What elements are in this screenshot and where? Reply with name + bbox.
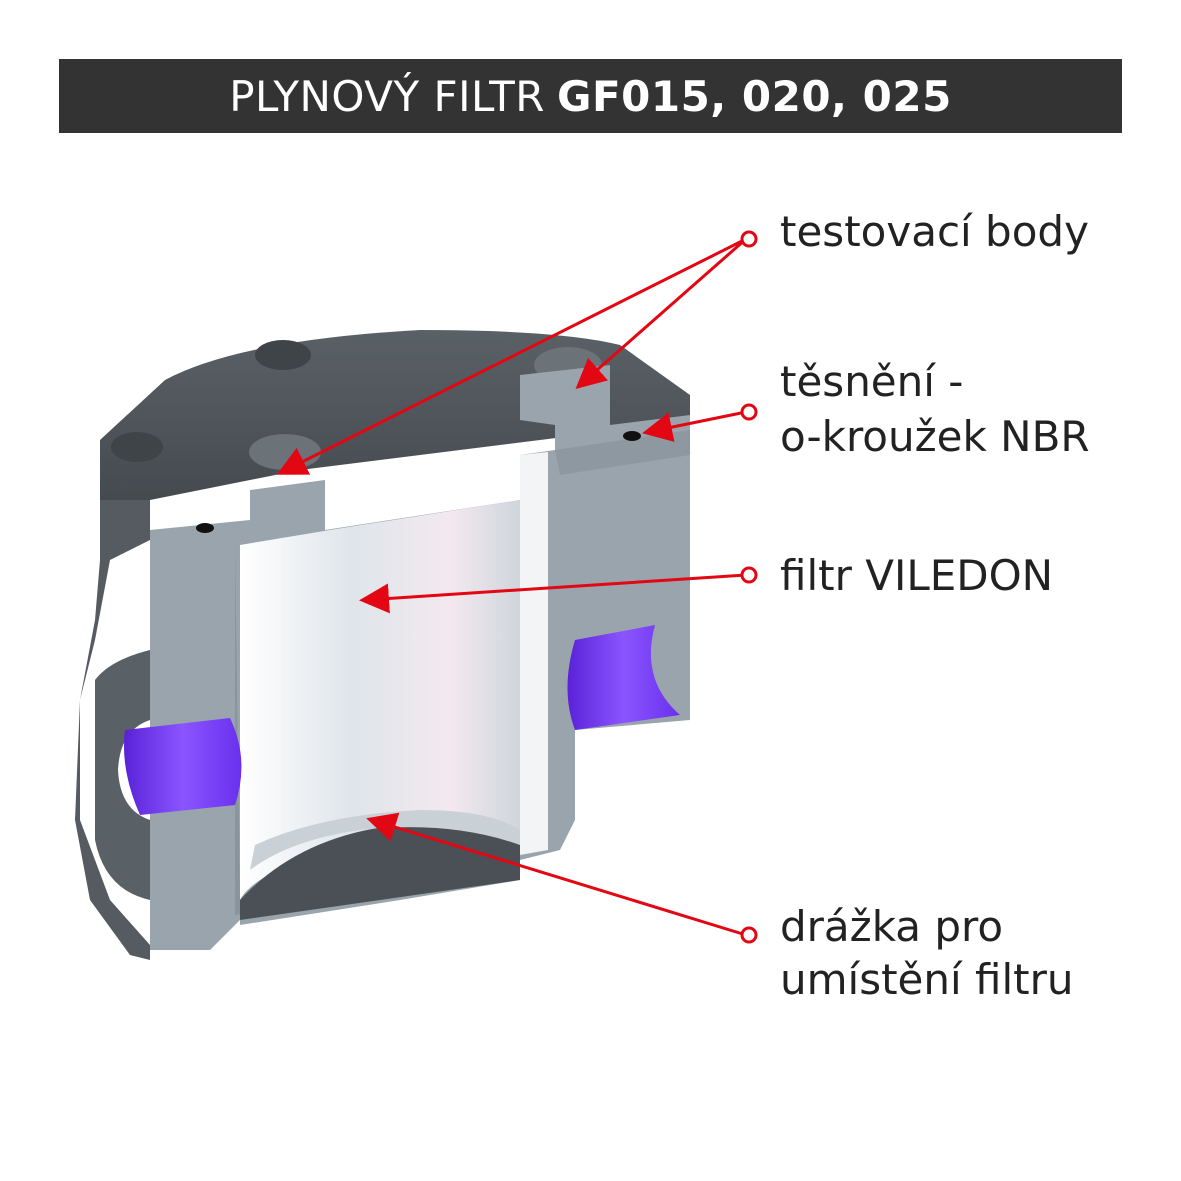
callout-dot-icon — [740, 403, 758, 421]
callout-dot-icon — [740, 230, 758, 248]
callout-dot-icon — [740, 566, 758, 584]
o-ring-icon — [623, 431, 641, 441]
inlet-port — [124, 718, 242, 815]
label-groove-line1: drážka pro — [780, 902, 1004, 951]
title-bar: PLYNOVÝ FILTR GF015, 020, 025 — [59, 59, 1122, 133]
bolt-hole-icon — [111, 432, 163, 462]
label-seal-line2: o-kroužek NBR — [780, 412, 1090, 461]
title-bold: GF015, 020, 025 — [556, 71, 952, 121]
o-rings — [196, 431, 641, 533]
filter-viledon — [240, 500, 520, 920]
bolt-hole-icon — [255, 340, 311, 370]
ports — [124, 625, 680, 815]
callout-dots — [740, 230, 758, 944]
title-regular: PLYNOVÝ FILTR — [229, 71, 545, 121]
arrow-test-point-right — [575, 237, 747, 389]
arrow-test-point-left — [276, 237, 747, 475]
callout-arrows — [276, 237, 747, 937]
label-filter: filtr VILEDON — [780, 551, 1054, 600]
label-groove-line2: umístění filtru — [780, 955, 1074, 1004]
arrow-groove — [366, 812, 747, 937]
callout-dot-icon — [740, 926, 758, 944]
o-ring-icon — [196, 523, 214, 533]
body-outer — [75, 500, 150, 960]
test-point-icon — [249, 434, 321, 470]
label-seal-line1: těsnění - — [780, 357, 964, 406]
arrow-seal — [642, 410, 747, 442]
arrow-filter — [359, 573, 747, 614]
outlet-port — [567, 625, 680, 730]
label-test-points: testovací body — [780, 207, 1089, 256]
